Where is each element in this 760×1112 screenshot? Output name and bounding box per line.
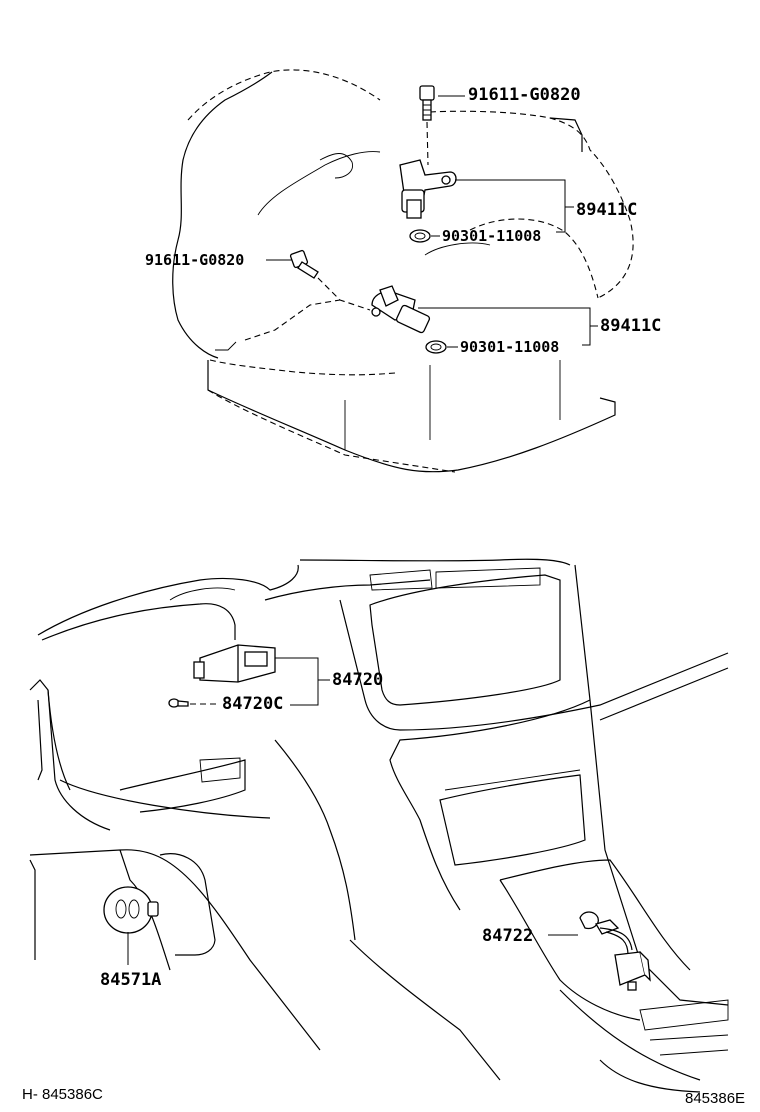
speed-sensor-bottom bbox=[371, 285, 431, 334]
bolt-top-label: 91611-G0820 bbox=[468, 85, 581, 105]
switch bbox=[103, 886, 159, 934]
relay-clip bbox=[168, 698, 189, 708]
bolt-top bbox=[419, 85, 435, 166]
bolt-left-label: 91611-G0820 bbox=[145, 251, 244, 269]
footer-left-ref: H- 845386C bbox=[22, 1086, 103, 1103]
washer-top-label: 90301-11008 bbox=[442, 227, 541, 245]
harness bbox=[579, 911, 651, 991]
switch-label: 84571A bbox=[100, 970, 161, 990]
relay bbox=[193, 644, 276, 683]
relay-clip-label: 84720C bbox=[222, 694, 283, 714]
relay-label: 84720 bbox=[332, 670, 383, 690]
washer-top bbox=[409, 229, 431, 243]
washer-bottom bbox=[425, 340, 447, 354]
transmission-housing bbox=[172, 69, 634, 473]
dashboard-outline bbox=[29, 558, 729, 1093]
speed-sensor-top bbox=[399, 159, 457, 219]
washer-bottom-label: 90301-11008 bbox=[460, 338, 559, 356]
footer-right-ref: 845386E bbox=[685, 1090, 745, 1107]
sensor-bottom-label: 89411C bbox=[600, 316, 661, 336]
sensor-top-label: 89411C bbox=[576, 200, 637, 220]
bolt-left bbox=[289, 249, 371, 311]
harness-label: 84722 bbox=[482, 926, 533, 946]
